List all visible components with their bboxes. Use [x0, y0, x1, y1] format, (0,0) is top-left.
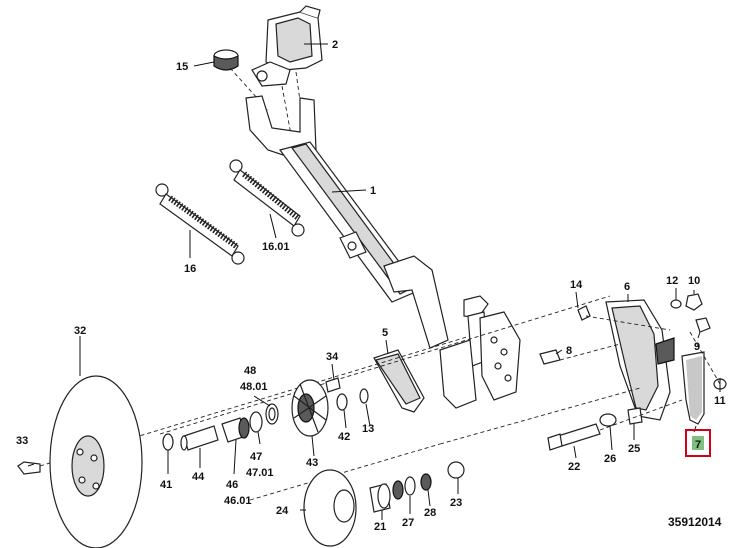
label-6: 6 — [624, 281, 630, 293]
label-9: 9 — [694, 341, 700, 353]
part-24-gauge-wheel — [303, 469, 357, 547]
label-46: 46 — [226, 479, 238, 491]
label-34: 34 — [326, 351, 339, 363]
label-2: 2 — [332, 39, 338, 51]
hub-assembly-lower — [369, 461, 465, 513]
part-1-main-arm — [245, 95, 521, 409]
label-12: 12 — [666, 275, 678, 287]
label-16-01: 16.01 — [262, 241, 290, 253]
part-16-01-spring — [229, 159, 305, 237]
label-48: 48 — [244, 365, 256, 377]
label-7-highlight-box — [685, 429, 711, 457]
hub-assembly-left — [162, 377, 369, 451]
label-1: 1 — [370, 185, 376, 197]
label-27: 27 — [402, 517, 414, 529]
label-48-01: 48.01 — [240, 381, 268, 393]
part-32-disc — [49, 375, 143, 548]
label-11: 11 — [714, 395, 726, 407]
label-32: 32 — [74, 325, 86, 337]
label-41: 41 — [160, 479, 172, 491]
part-22-axle-pin — [547, 423, 601, 451]
label-5: 5 — [382, 327, 388, 339]
leader-lines — [27, 43, 721, 520]
label-7-highlight-fill — [692, 436, 704, 450]
part-7-scraper-blade — [681, 351, 705, 425]
figure-id: 35912014 — [668, 515, 722, 529]
label-42: 42 — [338, 431, 350, 443]
part-5-plate — [373, 349, 425, 413]
label-22: 22 — [568, 461, 580, 473]
label-25: 25 — [628, 443, 640, 455]
label-47-01: 47.01 — [246, 467, 274, 479]
part-6-scraper-housing — [605, 299, 675, 421]
part-2-mounting-bracket — [251, 5, 323, 87]
hardware-right-group — [539, 293, 727, 427]
label-13: 13 — [362, 423, 374, 435]
label-44: 44 — [192, 471, 205, 483]
label-43: 43 — [306, 457, 318, 469]
label-15: 15 — [176, 61, 188, 73]
label-7: 7 — [695, 439, 701, 451]
label-23: 23 — [450, 497, 462, 509]
label-46-01: 46.01 — [224, 495, 252, 507]
label-47: 47 — [250, 451, 262, 463]
part-15-cap — [213, 49, 239, 71]
part-16-spring — [155, 183, 245, 265]
label-21: 21 — [374, 521, 386, 533]
label-16: 16 — [184, 263, 196, 275]
label-28: 28 — [424, 507, 436, 519]
label-14: 14 — [570, 279, 583, 291]
label-8: 8 — [566, 345, 572, 357]
label-24: 24 — [276, 505, 289, 517]
label-26: 26 — [604, 453, 616, 465]
label-33: 33 — [16, 435, 28, 447]
callout-labels: 2 15 1 16 16.01 5 6 14 12 10 9 11 8 7 32… — [16, 39, 726, 533]
part-33-bolt — [17, 461, 41, 475]
label-10: 10 — [688, 275, 700, 287]
